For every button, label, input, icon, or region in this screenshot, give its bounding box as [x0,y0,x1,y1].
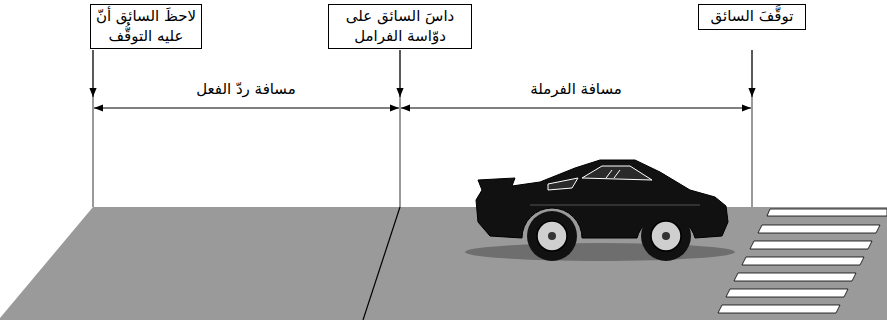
road-divider [363,207,400,320]
car-wheel [527,211,577,261]
car-window [582,166,652,180]
crosswalk-stripe [767,209,887,216]
extension-line [93,97,94,207]
crosswalk-stripe [718,305,840,313]
wheel-rim [537,221,567,251]
crosswalk-stripe [750,241,872,249]
dimension-lines [94,108,751,109]
car-wheel [641,211,691,261]
event-box: داسَ السائق على دوّاسة الفرامل [328,4,472,49]
wheel-rim [651,221,681,251]
window-glint [606,170,612,178]
wheel-hub [548,232,556,240]
event-text: لاحظَ السائق أنّ عليه التوقُّف [95,7,197,46]
car-shadow [465,243,735,261]
window-glint [614,170,620,178]
crosswalk-stripe [758,225,880,233]
crosswalk-stripe [734,273,856,281]
road [0,207,887,320]
distance-label: مسافة الفرملة [466,80,686,98]
leader-arrow [751,50,752,97]
car-window [548,178,578,190]
extension-line [752,97,753,207]
leader-arrow [399,50,400,97]
dimension-line [94,108,399,109]
extension-line [400,97,401,207]
crosswalk [718,209,887,313]
dimension-line [401,108,751,109]
wheel-hub [662,232,670,240]
event-text: توقَّفَ السائق [703,7,801,27]
car [465,160,735,261]
leader-arrow [92,50,93,97]
event-text: داسَ السائق على دوّاسة الفرامل [333,7,467,46]
crosswalk-stripe [742,257,864,265]
event-box: لاحظَ السائق أنّ عليه التوقُّف [90,4,202,49]
crosswalk-stripe [726,289,848,297]
car-trim [530,205,700,206]
event-box: توقَّفَ السائق [698,4,806,30]
car-body [476,160,728,238]
distance-label: مسافة ردّ الفعل [136,80,356,98]
